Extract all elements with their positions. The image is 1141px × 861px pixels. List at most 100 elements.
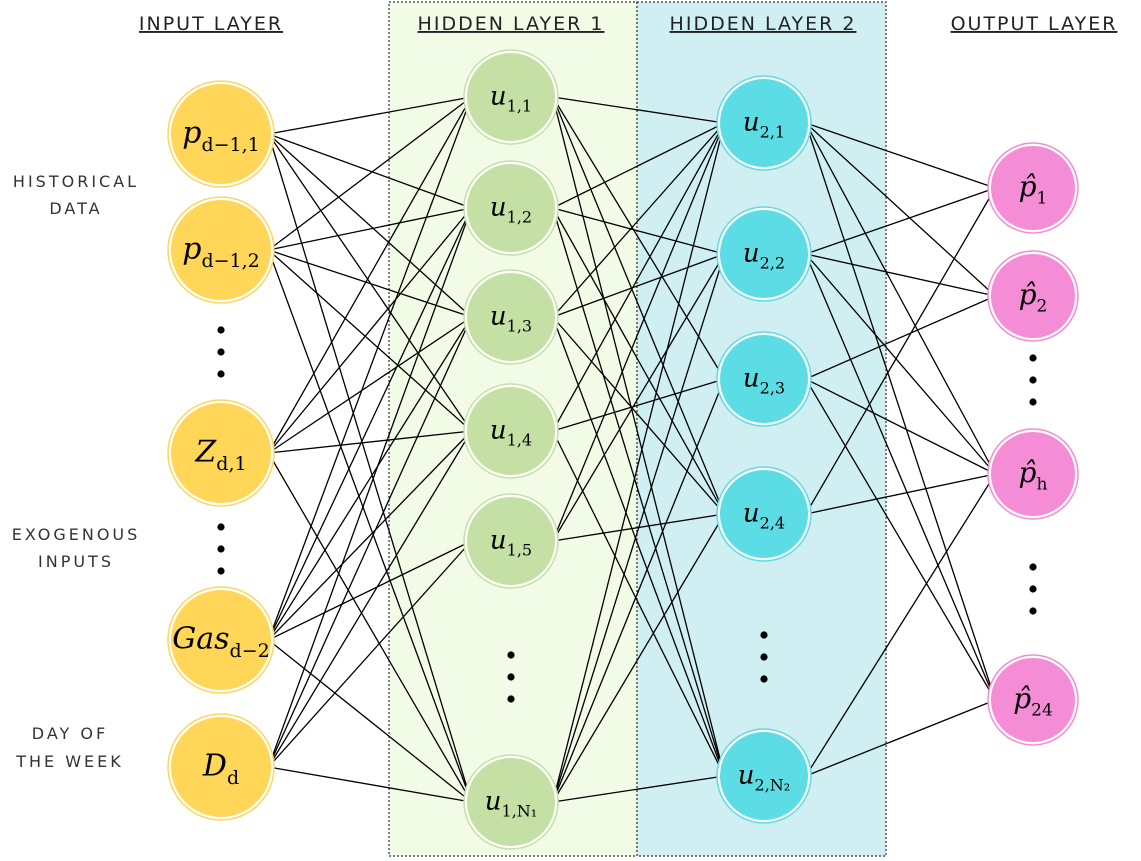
edge-hidden2-3-to-output-4 <box>805 378 996 701</box>
edge-hidden1-6-to-hidden2-1 <box>552 122 726 803</box>
hidden1-node-6-base: u <box>485 786 502 816</box>
hidden1-node-5-base: u <box>490 525 507 555</box>
edge-hidden1-4-to-hidden2-5 <box>552 430 725 777</box>
input-node-3-label: Zd,1 <box>194 434 246 474</box>
hidden1-node-6-label: u1,N₁ <box>485 786 537 820</box>
hidden2-node-2: u2,2 <box>716 206 812 302</box>
hidden1-node-5: u1,5 <box>463 493 559 589</box>
output-node-3-label: p̂h <box>1019 456 1048 495</box>
hidden2-node-3-subscript: 2,3 <box>760 379 785 398</box>
hidden1-node-3: u1,3 <box>463 269 559 365</box>
hidden-layer-2-title: HIDDEN LAYER 2 <box>670 13 857 35</box>
edge-input-4-to-hidden1-6 <box>268 639 472 803</box>
hidden2-node-5-circle <box>720 732 808 820</box>
edge-input-2-to-hidden1-4 <box>268 249 472 432</box>
hidden1-node-3-circle <box>467 273 555 361</box>
hidden2-node-5: u2,N₂ <box>716 728 812 824</box>
hidden1-node-4: u1,4 <box>463 383 559 479</box>
input-node-4-label: Gasd−2 <box>172 621 269 661</box>
edge-input-4-to-hidden1-3 <box>267 316 472 641</box>
hidden1-node-1-label: u1,1 <box>490 81 532 115</box>
hidden1-node-2: u1,2 <box>463 160 559 256</box>
output-node-3-base: p̂ <box>1019 456 1037 489</box>
edge-hidden1-6-to-hidden2-5 <box>552 774 725 803</box>
hidden1-node-6-subscript: 1,N₁ <box>502 802 538 821</box>
input-node-4-circle <box>171 590 271 690</box>
edge-input-3-to-hidden1-2 <box>267 207 472 454</box>
output-ellipsis-2-dot-2 <box>1029 585 1037 593</box>
edge-hidden2-4-to-output-1 <box>805 187 996 515</box>
edge-hidden2-1-to-output-1 <box>805 122 996 189</box>
edge-input-4-to-hidden1-2 <box>267 207 472 641</box>
hidden2-node-2-label: u2,2 <box>743 238 785 272</box>
output-node-1-base: p̂ <box>1019 170 1037 203</box>
input-node-1-base: p <box>182 115 201 150</box>
output-node-4-base: p̂ <box>1013 682 1031 715</box>
input-node-5-subscript: d <box>227 767 239 789</box>
hidden2-node-4: u2,4 <box>716 466 812 562</box>
input-ellipsis-2-dot-2 <box>217 545 225 553</box>
edge-hidden1-1-to-hidden2-4 <box>552 96 726 515</box>
edge-hidden1-3-to-hidden2-2 <box>552 253 725 318</box>
input-node-2-base: p <box>182 231 201 266</box>
hidden2-node-3-base: u <box>743 363 760 393</box>
hidden-layer-1-title: HIDDEN LAYER 1 <box>418 13 605 35</box>
connections <box>267 95 996 804</box>
input-node-5: Dd <box>167 713 275 821</box>
edge-input-5-to-hidden1-3 <box>267 316 472 768</box>
edge-hidden1-2-to-hidden2-2 <box>552 207 725 255</box>
input-node-2-circle <box>171 200 271 300</box>
hidden1-node-4-label: u1,4 <box>490 415 532 449</box>
hidden2-node-1: u2,1 <box>716 75 812 171</box>
edge-hidden2-2-to-output-3 <box>805 253 996 475</box>
edge-input-3-to-hidden1-6 <box>267 452 472 803</box>
hidden1-node-1-circle <box>467 53 555 141</box>
input-node-1: pd−1,1 <box>167 80 275 188</box>
hidden1-node-6-circle <box>467 758 555 846</box>
output-node-3-subscript: h <box>1036 475 1047 495</box>
edge-input-2-to-hidden1-2 <box>268 206 472 251</box>
input-node-5-label: Dd <box>202 748 239 788</box>
edge-input-4-to-hidden1-4 <box>268 430 472 641</box>
day-of-week-label-line2: THE WEEK <box>15 752 124 771</box>
edge-input-3-to-hidden1-3 <box>268 316 472 454</box>
output-node-1-label: p̂1 <box>1019 170 1048 209</box>
neurons: pd−1,1pd−1,2Zd,1Gasd−2Ddu1,1u1,2u1,3u1,4… <box>167 49 1079 850</box>
input-node-1-circle <box>171 84 271 184</box>
edge-hidden2-5-to-output-3 <box>805 473 996 777</box>
edge-input-2-to-hidden1-6 <box>267 249 473 803</box>
hidden2-node-1-label: u2,1 <box>743 107 785 141</box>
hidden1-node-5-circle <box>467 497 555 585</box>
hidden2-ellipsis-dot-1 <box>760 631 768 639</box>
output-ellipsis-2-dot-1 <box>1029 563 1037 571</box>
input-ellipsis-1-dot-1 <box>217 326 225 334</box>
hidden1-node-1: u1,1 <box>463 49 559 145</box>
hidden2-node-1-circle <box>720 79 808 167</box>
hidden2-node-4-subscript: 2,4 <box>760 514 785 533</box>
hidden1-node-5-label: u1,5 <box>490 525 532 559</box>
edge-hidden1-2-to-hidden2-4 <box>552 207 725 515</box>
edge-hidden2-1-to-output-2 <box>805 122 996 297</box>
input-node-5-base: D <box>202 748 227 783</box>
hidden1-node-4-subscript: 1,4 <box>507 431 532 450</box>
edge-input-1-to-hidden1-1 <box>268 95 472 135</box>
input-ellipsis-1-dot-2 <box>217 348 225 356</box>
input-ellipsis-2-dot-3 <box>217 567 225 575</box>
edge-hidden1-1-to-hidden2-3 <box>552 96 725 380</box>
edge-hidden1-2-to-hidden2-1 <box>552 122 725 209</box>
output-layer-title: OUTPUT LAYER <box>951 13 1118 35</box>
output-node-2-label: p̂2 <box>1019 278 1048 317</box>
output-ellipsis-2-dot-3 <box>1029 607 1037 615</box>
edge-input-2-to-hidden1-3 <box>268 249 472 318</box>
output-node-1-circle <box>991 146 1075 230</box>
output-node-4-subscript: 24 <box>1031 701 1053 721</box>
edge-hidden2-3-to-output-2 <box>805 295 996 380</box>
hidden2-node-2-subscript: 2,2 <box>760 254 785 273</box>
edge-hidden1-3-to-hidden2-5 <box>552 316 726 777</box>
output-node-4: p̂24 <box>987 654 1079 746</box>
hidden2-node-1-subscript: 2,1 <box>760 123 785 142</box>
input-node-3-circle <box>171 403 271 503</box>
edge-input-1-to-hidden1-6 <box>267 133 473 803</box>
output-node-4-label: p̂24 <box>1013 682 1053 721</box>
